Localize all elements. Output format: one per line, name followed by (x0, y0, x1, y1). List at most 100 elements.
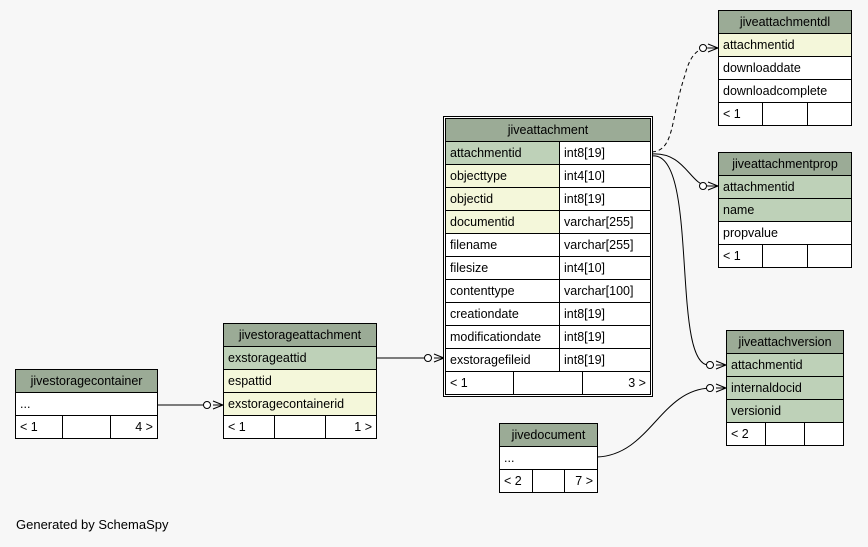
column-name: attachmentid (723, 180, 795, 194)
column-name: objectid (450, 192, 494, 206)
column-row: downloaddate (719, 57, 851, 80)
table-jiveattachversion[interactable]: jiveattachversion attachmentid internald… (726, 330, 844, 446)
edge-end-circle (424, 354, 432, 362)
edge-crowfoot (707, 181, 720, 191)
column-row: exstoragecontainerid (224, 393, 376, 416)
column-type: int8[19] (559, 142, 650, 164)
footer-spacer (62, 416, 109, 438)
footer-spacer (513, 372, 581, 394)
edge-crowfoot (715, 383, 728, 393)
table-footer: < 2 7 > (500, 470, 597, 492)
table-jivestoragecontainer[interactable]: jivestoragecontainer ... < 1 4 > (15, 369, 158, 439)
column-type: varchar[255] (559, 211, 650, 233)
column-row: attachmentid (719, 176, 851, 199)
table-jivedocument[interactable]: jivedocument ... < 2 7 > (499, 423, 598, 493)
children-count: 7 > (564, 470, 597, 492)
edge-crowfoot (715, 360, 728, 370)
table-title: jiveattachversion (727, 331, 843, 354)
column-row: objectid int8[19] (446, 188, 650, 211)
footer-spacer (765, 423, 804, 445)
footer-spacer (762, 103, 806, 125)
column-type: varchar[255] (559, 234, 650, 256)
parents-count: < 1 (723, 249, 741, 263)
column-name: internaldocid (731, 381, 802, 395)
column-row: filesize int4[10] (446, 257, 650, 280)
children-count (806, 103, 851, 125)
footer-spacer (274, 416, 325, 438)
edge-end-circle (203, 401, 211, 409)
column-name: filesize (450, 261, 489, 275)
column-row: documentid varchar[255] (446, 211, 650, 234)
parents-count: < 2 (504, 474, 522, 488)
edge-end-circle (699, 44, 707, 52)
column-row: attachmentid (727, 354, 843, 377)
column-type: varchar[100] (559, 280, 650, 302)
table-footer: < 1 (719, 245, 851, 267)
column-row: modificationdate int8[19] (446, 326, 650, 349)
table-footer: < 2 (727, 423, 843, 445)
edge-crowfoot (212, 400, 225, 410)
column-name: ... (504, 451, 515, 465)
table-footer: < 1 3 > (446, 372, 650, 394)
column-type: int8[19] (559, 349, 650, 371)
edge-attachment-to-attachmentprop (651, 153, 709, 187)
column-name: name (723, 203, 755, 217)
column-row: objecttype int4[10] (446, 165, 650, 188)
parents-count: < 1 (723, 107, 741, 121)
column-type: int8[19] (559, 188, 650, 210)
table-title: jivedocument (500, 424, 597, 447)
edge-end-circle (706, 384, 714, 392)
edge-end-circle (706, 361, 714, 369)
column-name: contenttype (450, 284, 515, 298)
children-count (804, 423, 843, 445)
edge-attachment-to-attachmentdl (651, 47, 709, 153)
column-row: ... (500, 447, 597, 470)
column-row: propvalue (719, 222, 851, 245)
column-name: attachmentid (450, 146, 522, 160)
column-type: int8[19] (559, 326, 650, 348)
parents-count: < 1 (450, 376, 468, 390)
table-jiveattachmentprop[interactable]: jiveattachmentprop attachmentid name pro… (718, 152, 852, 268)
column-name: exstoragecontainerid (228, 397, 345, 411)
column-row: ... (16, 393, 157, 416)
column-name: creationdate (450, 307, 519, 321)
column-row: filename varchar[255] (446, 234, 650, 257)
column-row: exstoragefileid int8[19] (446, 349, 650, 372)
edge-document-to-attachversion (596, 387, 711, 458)
children-count (806, 245, 851, 267)
column-name: ... (20, 397, 31, 411)
column-name: exstorageattid (228, 351, 307, 365)
column-type: int8[19] (559, 303, 650, 325)
table-jiveattachmentdl[interactable]: jiveattachmentdl attachmentid downloadda… (718, 10, 852, 126)
column-name: propvalue (723, 226, 778, 240)
column-row: downloadcomplete (719, 80, 851, 103)
generated-by-label: Generated by SchemaSpy (16, 517, 169, 532)
column-row: attachmentid (719, 34, 851, 57)
column-name: objecttype (450, 169, 507, 183)
column-name: downloadcomplete (723, 84, 828, 98)
children-count: 4 > (109, 416, 157, 438)
column-row: creationdate int8[19] (446, 303, 650, 326)
table-title: jivestoragecontainer (16, 370, 157, 393)
parents-count: < 1 (228, 420, 246, 434)
column-row: exstorageattid (224, 347, 376, 370)
table-jivestorageattachment[interactable]: jivestorageattachment exstorageattid esp… (223, 323, 377, 439)
edge-end-circle (699, 182, 707, 190)
column-name: downloaddate (723, 61, 801, 75)
parents-count: < 1 (20, 420, 38, 434)
table-title: jiveattachmentdl (719, 11, 851, 34)
table-title: jiveattachmentprop (719, 153, 851, 176)
footer-spacer (531, 470, 565, 492)
footer-spacer (762, 245, 806, 267)
edge-crowfoot (707, 43, 720, 53)
table-title: jivestorageattachment (224, 324, 376, 347)
column-name: versionid (731, 404, 782, 418)
column-row: versionid (727, 400, 843, 423)
column-name: exstoragefileid (450, 353, 531, 367)
column-name: modificationdate (450, 330, 542, 344)
table-footer: < 1 (719, 103, 851, 125)
table-jiveattachment[interactable]: jiveattachment attachmentid int8[19] obj… (443, 116, 653, 397)
column-name: espattid (228, 374, 272, 388)
children-count: 3 > (581, 372, 650, 394)
